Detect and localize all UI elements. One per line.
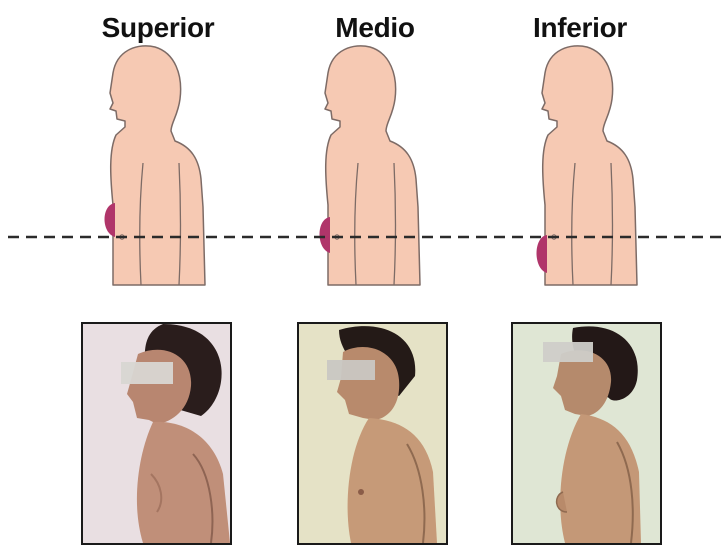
photo-inferior bbox=[511, 322, 662, 545]
breast-mark-inferior bbox=[537, 235, 548, 273]
figure-medio bbox=[320, 46, 421, 285]
photo-medio bbox=[297, 322, 448, 545]
breast-mark-superior bbox=[105, 203, 116, 237]
figure-superior bbox=[105, 46, 206, 285]
breast-mark-medio bbox=[320, 217, 331, 253]
silhouette-diagram bbox=[0, 0, 726, 320]
photo-superior bbox=[81, 322, 232, 545]
figure-inferior bbox=[537, 46, 638, 285]
